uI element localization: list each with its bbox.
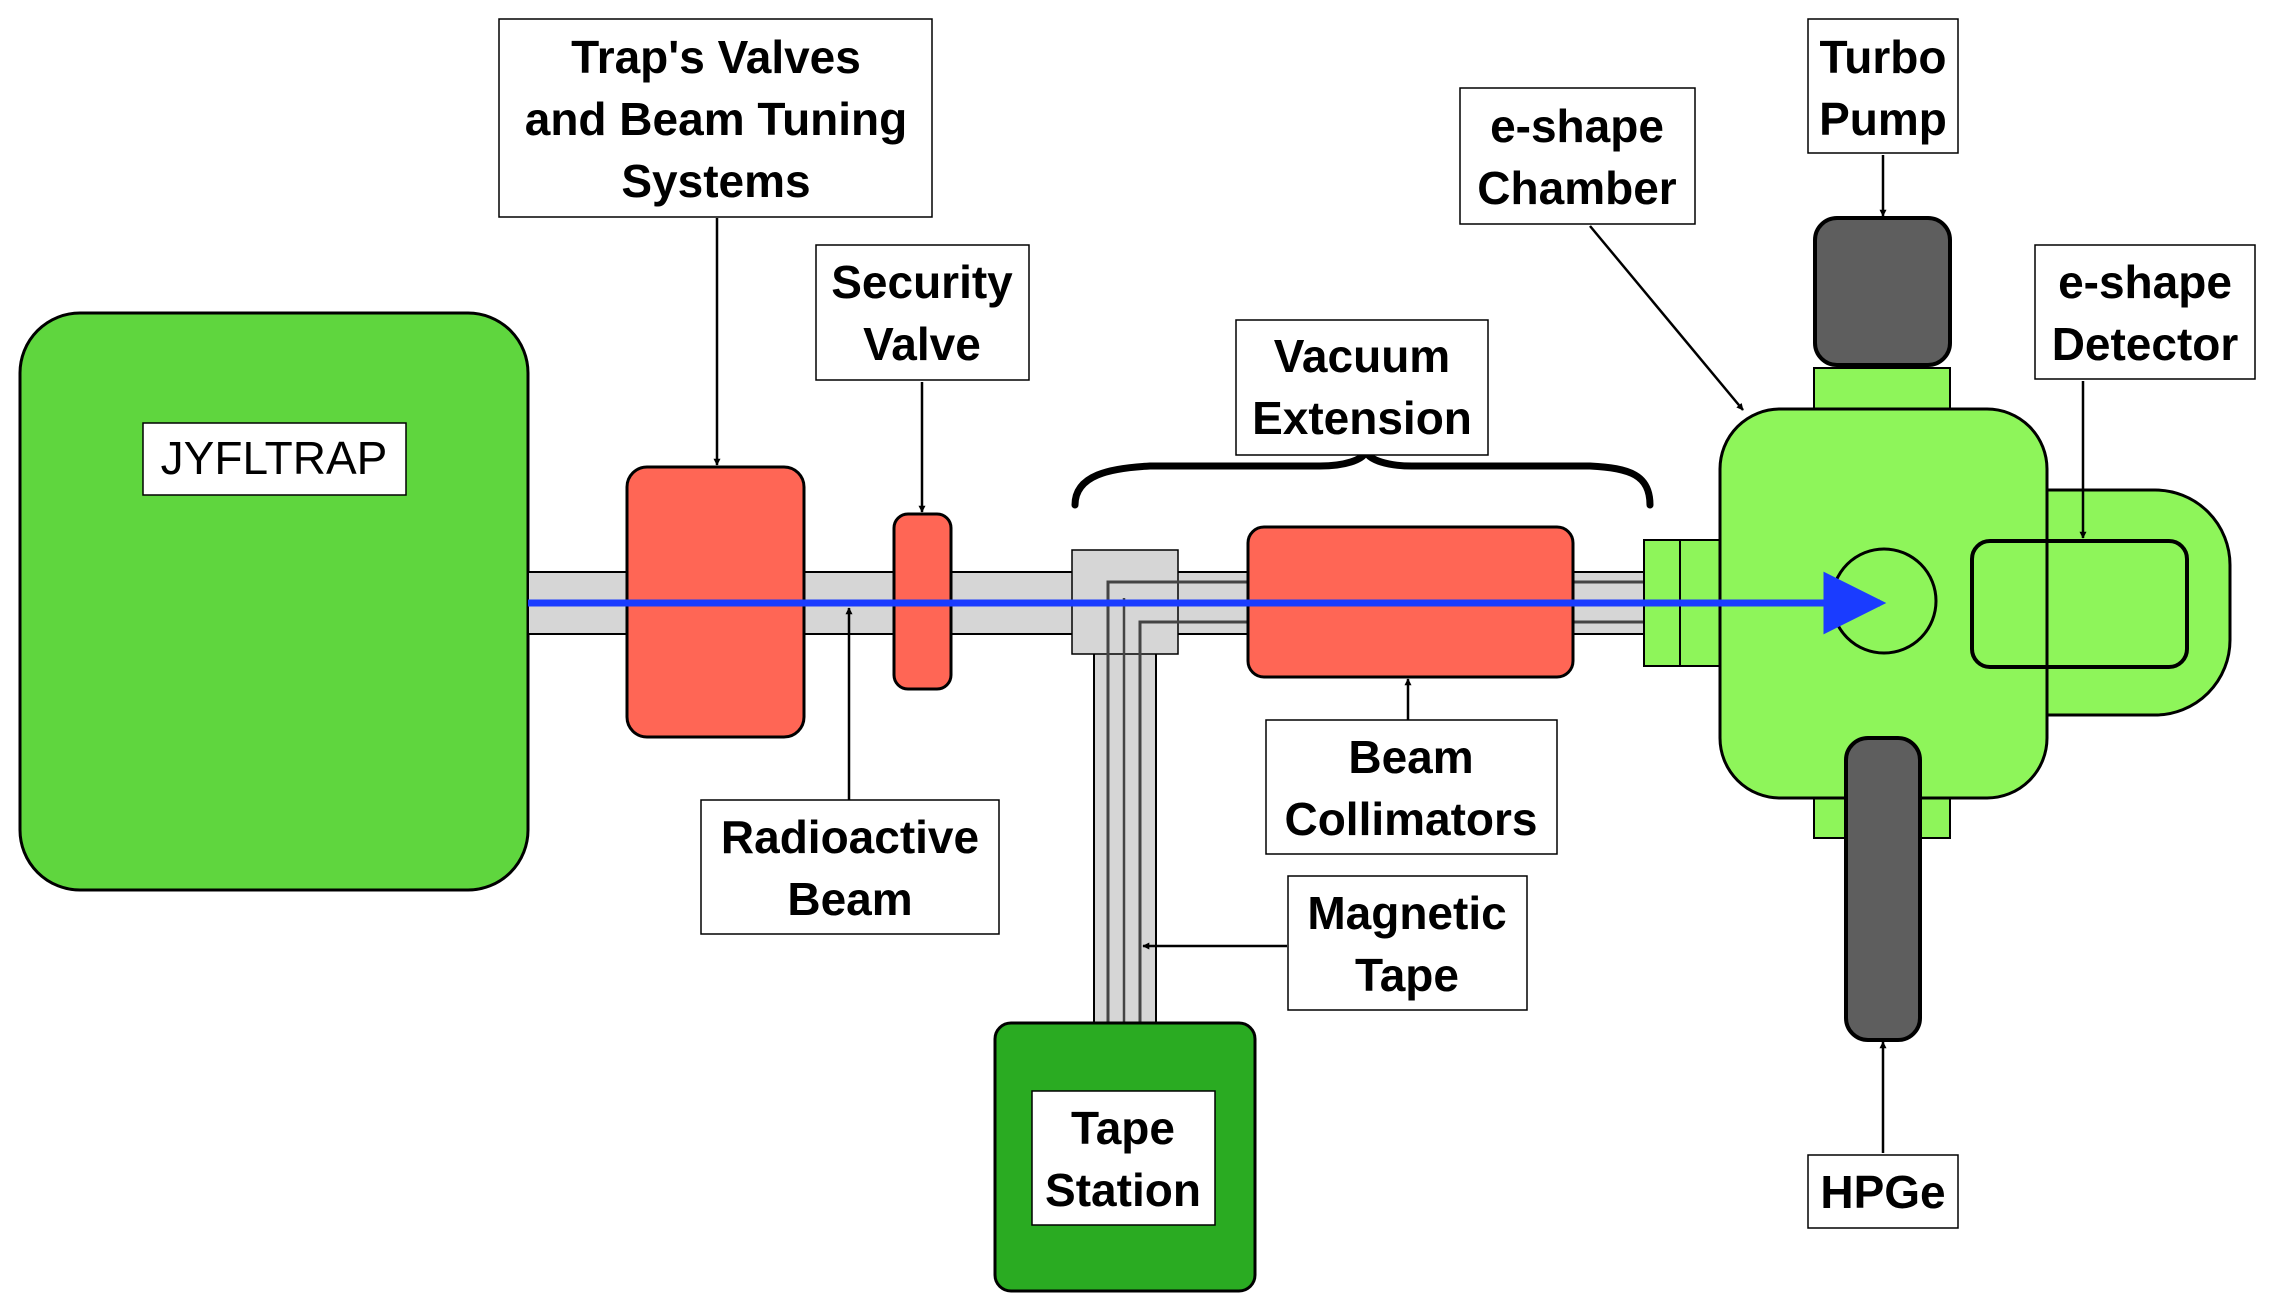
hpge-label: HPGe (1820, 1166, 1945, 1218)
eshape-chamber-label-box (1459, 87, 1696, 225)
beam-collimators-label-box (1265, 719, 1558, 855)
eshape-detector-component (1970, 539, 2189, 669)
jyfltrap-label: JYFLTRAP (161, 432, 388, 484)
eshape-detector-label-box (2034, 244, 2256, 380)
traps-valves-label-line1: Trap's Valves (571, 31, 861, 83)
vacuum-extension-label-line1: Vacuum (1274, 330, 1450, 382)
vacuum-extension-label-line2: Extension (1252, 392, 1472, 444)
eshape-detector-label-line1: e-shape (2058, 256, 2232, 308)
security-valve-label-line2: Valve (863, 318, 981, 370)
tape-station-label-line2: Station (1045, 1164, 1201, 1216)
security-valve-label-box (815, 244, 1030, 381)
detector-housing (2028, 488, 2232, 717)
vacuum-extension-brace (1071, 444, 1654, 509)
eshape-chamber-arrow (1589, 225, 1744, 411)
turbo-pump-label-line2: Pump (1819, 93, 1947, 145)
beam-collimators-label-line2: Collimators (1284, 793, 1537, 845)
security-valve-label-line1: Security (831, 256, 1013, 308)
magnetic-tape-label-line1: Magnetic (1307, 887, 1506, 939)
turbo-pump-label-line1: Turbo (1820, 31, 1947, 83)
traps-valves-label-line2: and Beam Tuning (525, 93, 908, 145)
tape-station-label-box (1031, 1090, 1216, 1226)
eshape-detector-label-line2: Detector (2052, 318, 2239, 370)
vacuum-extension-label-box (1235, 319, 1489, 456)
radioactive-beam-label-line1: Radioactive (721, 811, 979, 863)
turbo-pump-component (1813, 216, 1952, 367)
jyfltrap-label-box (142, 422, 407, 496)
traps-valves-label-line3: Systems (621, 155, 810, 207)
chamber-flange-top (1813, 367, 1951, 415)
hpge-component (1844, 736, 1922, 1042)
magnetic-tape-label-line2: Tape (1355, 949, 1459, 1001)
beam-collimators-label-line1: Beam (1348, 731, 1473, 783)
hpge-label-box (1807, 1154, 1959, 1229)
eshape-chamber-label-line1: e-shape (1490, 100, 1664, 152)
turbo-pump-label-box (1807, 18, 1959, 154)
jyfltrap-block (18, 311, 530, 892)
magnetic-tape-label-box (1287, 875, 1528, 1011)
tape-station-label-line1: Tape (1071, 1102, 1175, 1154)
radioactive-beam-label-box (700, 799, 1000, 935)
eshape-chamber-label-line2: Chamber (1477, 162, 1676, 214)
traps-valves-label-box (498, 18, 933, 218)
radioactive-beam-label-line2: Beam (787, 873, 912, 925)
